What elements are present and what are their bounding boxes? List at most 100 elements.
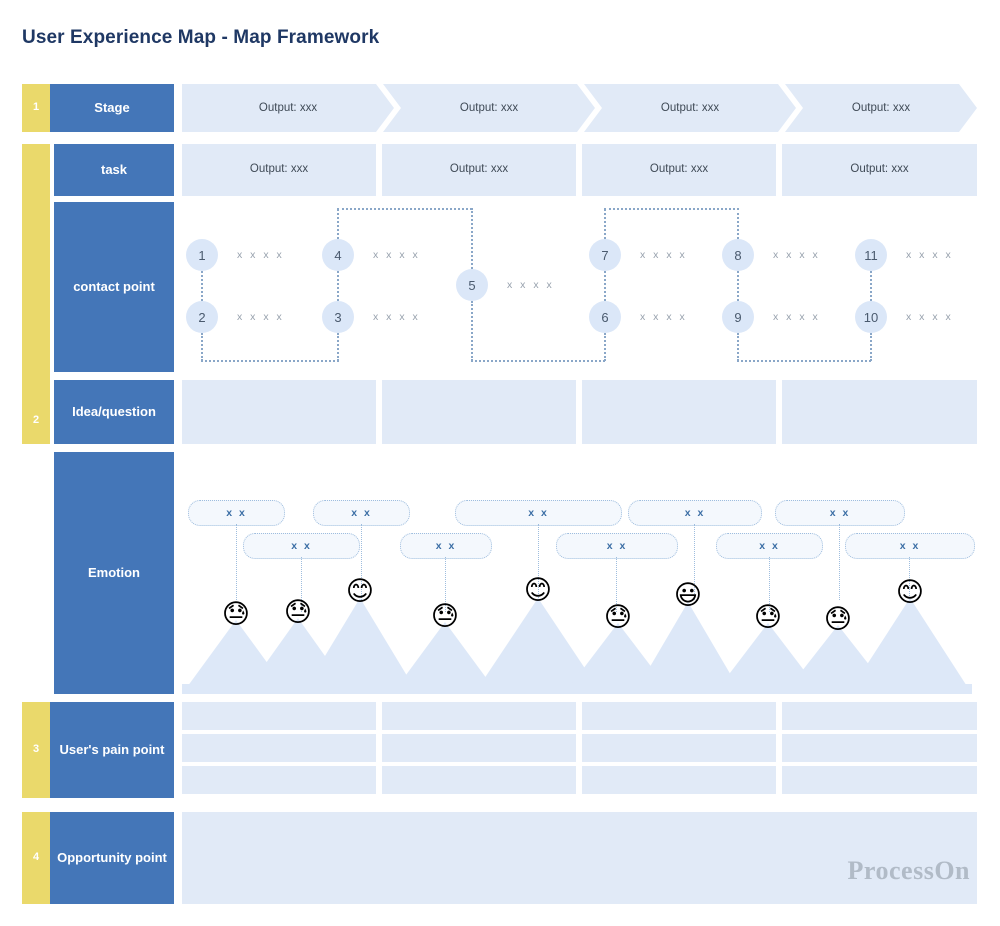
emotion-face-sad-9: 😓 [823,604,853,634]
contact-point-circle-4[interactable]: 4 [322,239,354,271]
emotion-chip-top-connector-3 [537,524,539,600]
idea-cell-1[interactable] [182,380,376,444]
contact-point-circle-3[interactable]: 3 [322,301,354,333]
contact-point-circle-11[interactable]: 11 [855,239,887,271]
contact-point-label-5: x x x x [507,279,555,291]
group-marker-2: 2 [22,144,50,444]
row-label-pain-point-text: User's pain point [59,741,165,757]
emotion-chip-bottom-1[interactable]: x x [243,533,360,559]
emotion-chip-top-5[interactable]: x x [775,500,905,526]
pain-point-cell-r1-c2[interactable] [382,702,576,730]
connector-8-top [737,208,739,239]
contact-point-label-4: x x x x [373,249,421,261]
contact-point-label-8: x x x x [773,249,821,261]
group-marker-3-number: 3 [32,743,40,755]
connector-7-6 [604,271,606,301]
connector-10-up [870,333,872,361]
contact-point-circle-5[interactable]: 5 [456,269,488,301]
row-label-stage-text: Stage [94,99,130,115]
stage-cell-4[interactable]: Output: xxx [785,84,977,132]
connector-5-6-h [471,360,605,362]
contact-point-circle-9[interactable]: 9 [722,301,754,333]
task-cell-2[interactable]: Output: xxx [382,144,576,196]
emotion-chip-bottom-2[interactable]: x x [400,533,492,559]
task-cell-1[interactable]: Output: xxx [182,144,376,196]
emotion-face-sad-4: 😓 [430,601,460,631]
group-marker-3: 3 [22,702,50,798]
row-label-stage[interactable]: Stage [50,84,174,132]
opportunity-cell[interactable] [182,812,977,904]
row-label-opportunity-point[interactable]: Opportunity point [50,812,174,904]
connector-4-3 [337,271,339,301]
connector-7-top [604,209,606,239]
row-label-idea-question[interactable]: Idea/question [54,380,174,444]
connector-6-up [604,333,606,361]
connector-8-9 [737,271,739,301]
contact-point-circle-1[interactable]: 1 [186,239,218,271]
row-label-contact-point-text: contact point [73,278,155,294]
contact-point-label-2: x x x x [237,311,285,323]
row-label-contact-point[interactable]: contact point [54,202,174,372]
pain-point-cell-r1-c4[interactable] [782,702,977,730]
contact-point-circle-8[interactable]: 8 [722,239,754,271]
pain-point-cell-r3-c4[interactable] [782,766,977,794]
contact-point-label-3: x x x x [373,311,421,323]
contact-point-circle-10[interactable]: 10 [855,301,887,333]
pain-point-cell-r2-c1[interactable] [182,734,376,762]
emotion-chip-bottom-connector-4 [768,557,770,612]
emotion-chip-top-1[interactable]: x x [188,500,285,526]
contact-point-circle-2[interactable]: 2 [186,301,218,333]
stage-cell-2-text: Output: xxx [459,102,519,114]
contact-point-label-9: x x x x [773,311,821,323]
stage-cell-3[interactable]: Output: xxx [584,84,796,132]
emotion-chip-top-4[interactable]: x x [628,500,762,526]
pain-point-cell-r3-c2[interactable] [382,766,576,794]
emotion-chip-bottom-connector-2 [445,557,446,612]
idea-cell-3[interactable] [582,380,776,444]
idea-cell-4[interactable] [782,380,977,444]
group-marker-2-number: 2 [32,414,40,426]
connector-2-3-h [201,360,339,362]
emotion-chip-top-2[interactable]: x x [313,500,410,526]
emotion-chip-top-connector-4 [694,524,695,600]
row-label-task[interactable]: task [54,144,174,196]
row-label-pain-point[interactable]: User's pain point [50,702,174,798]
connector-3-up [337,333,339,361]
emotion-chip-bottom-3[interactable]: x x [556,533,678,559]
emotion-chip-top-3[interactable]: x x [455,500,622,526]
contact-point-label-7: x x x x [640,249,688,261]
connector-5-down [471,301,473,361]
task-cell-3[interactable]: Output: xxx [582,144,776,196]
task-cell-3-text: Output: xxx [649,163,709,175]
group-marker-1: 1 [22,84,50,132]
stage-cell-2[interactable]: Output: xxx [383,84,595,132]
emotion-chip-top-connector-2 [360,524,362,600]
connector-7-8-h [604,208,739,210]
connector-2-down [201,333,203,361]
emotion-face-happy-5: 😊 [523,575,553,605]
emotion-chip-bottom-4[interactable]: x x [716,533,823,559]
pain-point-cell-r2-c3[interactable] [582,734,776,762]
contact-point-circle-6[interactable]: 6 [589,301,621,333]
connector-1-2 [201,271,203,301]
pain-point-cell-r1-c1[interactable] [182,702,376,730]
row-label-opportunity-point-text: Opportunity point [57,849,167,865]
emotion-chip-top-connector-1 [235,524,237,600]
stage-cell-1[interactable]: Output: xxx [182,84,394,132]
pain-point-cell-r2-c2[interactable] [382,734,576,762]
pain-point-cell-r3-c3[interactable] [582,766,776,794]
row-label-emotion[interactable]: Emotion [54,452,174,694]
contact-point-circle-7[interactable]: 7 [589,239,621,271]
contact-point-label-1: x x x x [237,249,285,261]
task-cell-1-text: Output: xxx [249,163,309,175]
emotion-chip-bottom-5[interactable]: x x [845,533,975,559]
idea-cell-2[interactable] [382,380,576,444]
pain-point-cell-r3-c1[interactable] [182,766,376,794]
emotion-face-sad-8: 😓 [753,602,783,632]
task-cell-4[interactable]: Output: xxx [782,144,977,196]
pain-point-cell-r1-c3[interactable] [582,702,776,730]
stage-cell-3-text: Output: xxx [660,102,720,114]
pain-point-cell-r2-c4[interactable] [782,734,977,762]
emotion-face-happy-10: 😊 [895,577,925,607]
